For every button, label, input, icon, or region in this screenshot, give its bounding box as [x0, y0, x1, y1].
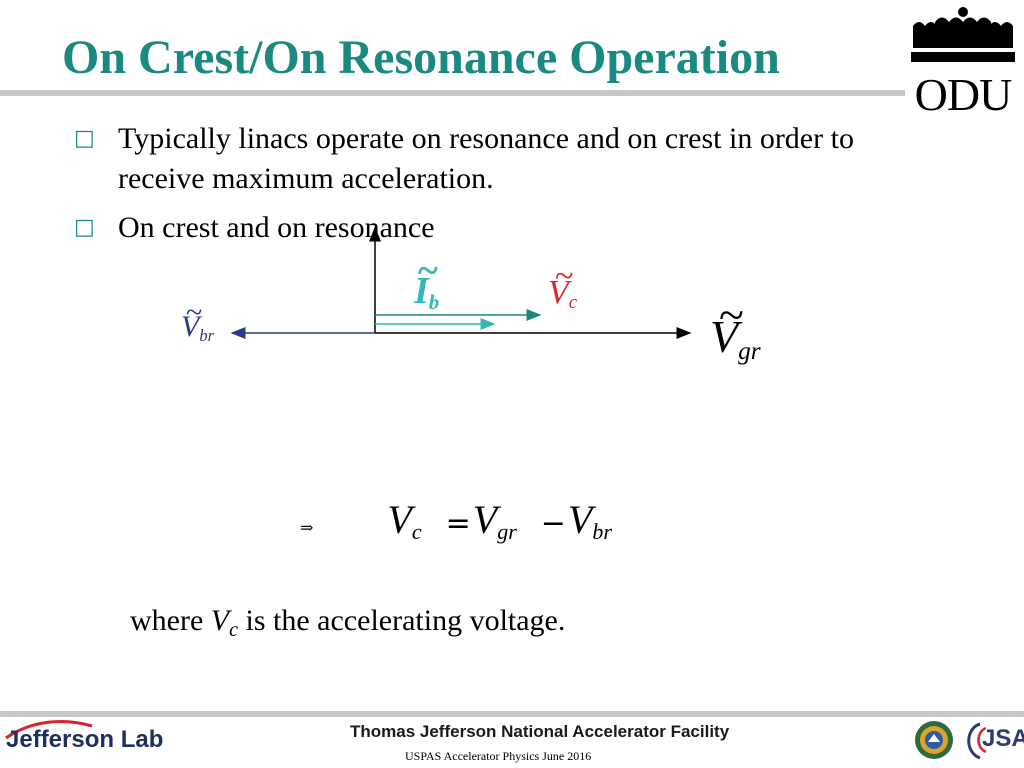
slide-title: On Crest/On Resonance Operation — [62, 31, 780, 84]
bullet-item: □ On crest and on resonance — [74, 208, 934, 248]
odu-logo-text: ODU — [914, 69, 1013, 120]
vc-label: ~Vc — [548, 258, 578, 314]
square-bullet-icon: □ — [74, 215, 95, 240]
doe-seal-icon — [915, 721, 953, 759]
facility-name: Thomas Jefferson National Accelerator Fa… — [350, 722, 730, 741]
footer-divider — [0, 711, 1024, 717]
odu-logo: ODU — [907, 4, 1019, 118]
jsa-logo-icon — [967, 722, 987, 760]
jsa-logo-text: JSA — [982, 725, 1024, 752]
course-info: USPAS Accelerator Physics June 2016 — [405, 749, 592, 763]
voltage-equation: ⇒ Vc =Vgr −Vbr — [300, 497, 612, 544]
crown-icon — [911, 7, 1015, 62]
vgr-label: ~Vgr — [710, 289, 761, 366]
bullet-text: On crest and on resonance — [118, 211, 435, 244]
ib-label: ~Ib — [414, 250, 440, 314]
jefferson-lab-logo: Jefferson Lab — [6, 726, 164, 753]
implies-icon: ⇒ — [300, 520, 314, 537]
bullet-text: Typically linacs operate on resonance an… — [118, 122, 854, 195]
bullet-item: □ Typically linacs operate on resonance … — [74, 119, 934, 199]
where-statement: where Vc is the accelerating voltage. — [130, 604, 566, 641]
jefferson-lab-swoosh-icon — [5, 720, 93, 740]
vbr-label: ~Vbr — [181, 296, 214, 345]
square-bullet-icon: □ — [74, 126, 95, 151]
title-divider — [0, 90, 905, 96]
